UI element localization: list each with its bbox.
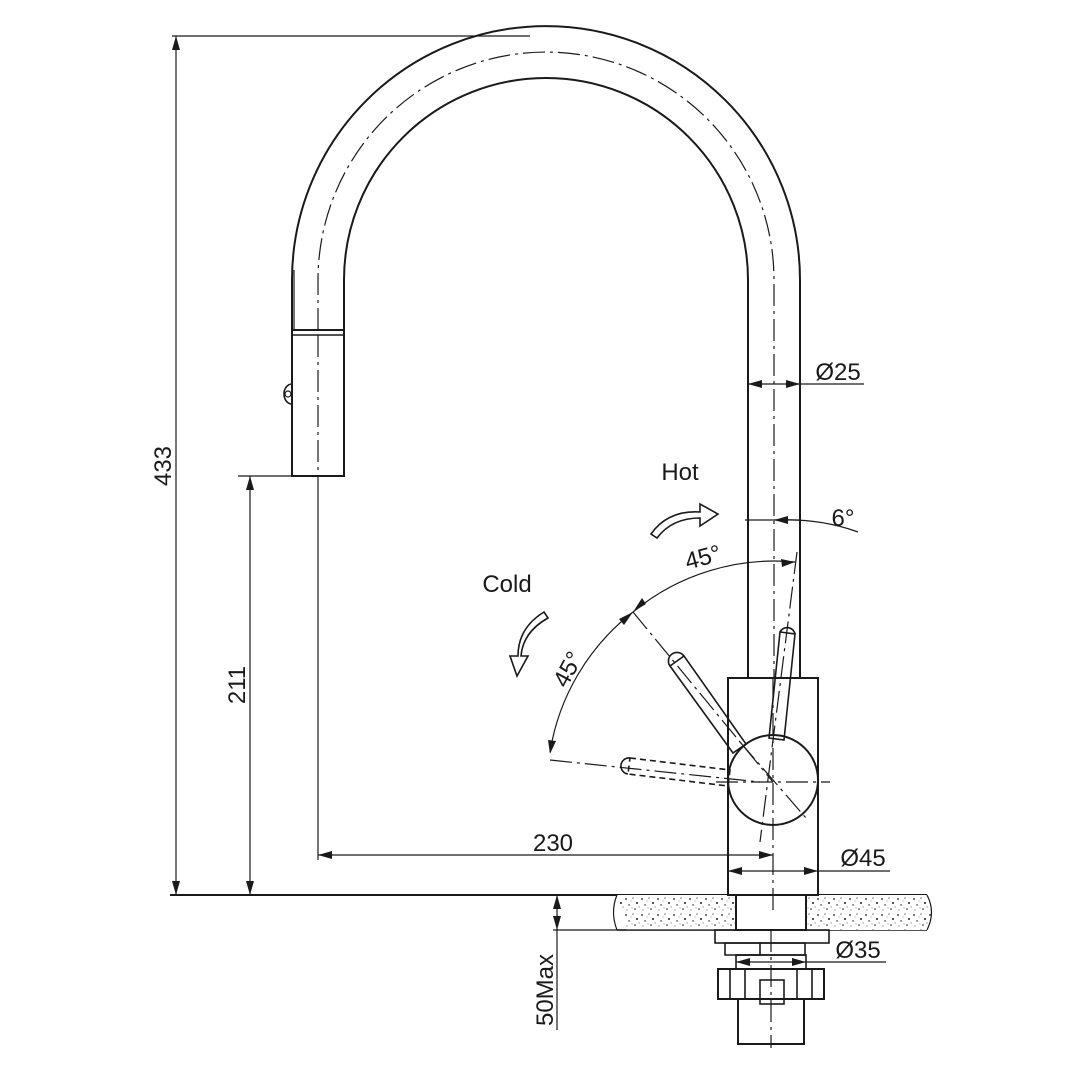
- spout-height-label: 211: [224, 666, 251, 704]
- dimension-hole-diameter: Ø35: [736, 937, 886, 966]
- rotation-arc: 45° 45°: [548, 540, 796, 754]
- gooseneck-spout: [291, 25, 801, 678]
- lever-handle-cold-position: [549, 757, 761, 787]
- mounting-shank: [714, 894, 830, 1048]
- body-diameter-label: Ø45: [840, 845, 885, 872]
- dimension-pipe-diameter: Ø25: [748, 359, 864, 388]
- lever-handle-hot-position: [759, 551, 798, 843]
- cold-label: Cold: [482, 571, 531, 598]
- lever-handle-mid-position: [632, 611, 774, 783]
- reach-label: 230: [533, 830, 573, 857]
- cold-angle-label: 45°: [548, 647, 589, 692]
- dimension-spout-height: 211: [224, 476, 254, 895]
- total-height-label: 433: [150, 446, 177, 486]
- faucet-body: [716, 677, 830, 915]
- hot-angle-label: 45°: [682, 540, 724, 575]
- dimension-counter-thickness: 50Max: [532, 895, 736, 1030]
- countertop: [170, 894, 933, 931]
- dimension-reach: 230: [317, 476, 773, 860]
- tilt-angle-label: 6°: [832, 505, 855, 532]
- dimension-body-diameter: Ø45: [728, 845, 890, 875]
- pipe-diameter-label: Ø25: [815, 359, 860, 386]
- cold-direction-arrow: Cold: [482, 571, 550, 678]
- hot-direction-arrow: Hot: [649, 459, 720, 540]
- dimension-tilt-angle: 6°: [745, 505, 859, 533]
- dimension-total-height: 433: [150, 35, 530, 895]
- pull-down-spray-head: [238, 329, 345, 477]
- counter-thickness-label: 50Max: [532, 954, 559, 1026]
- hole-diameter-label: Ø35: [835, 937, 880, 964]
- hot-label: Hot: [661, 459, 699, 486]
